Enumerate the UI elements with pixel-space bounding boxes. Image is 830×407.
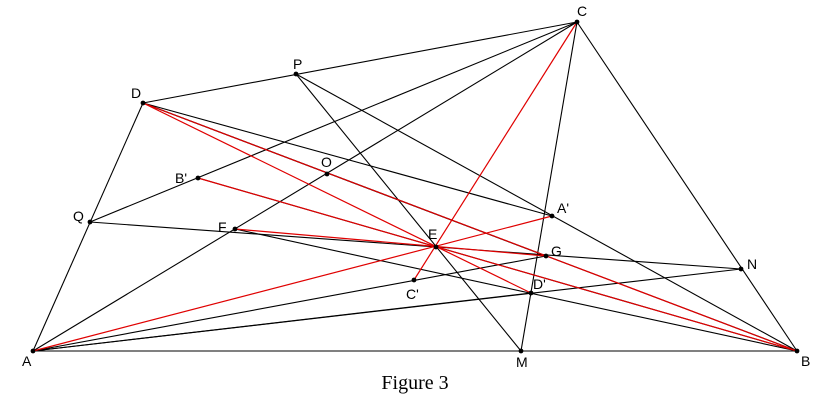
point-F bbox=[232, 226, 238, 232]
segment-F-B bbox=[234, 228, 798, 352]
point-label-N: N bbox=[747, 256, 757, 272]
point-M bbox=[518, 348, 524, 354]
point-A bbox=[30, 348, 36, 354]
point-D bbox=[140, 100, 146, 106]
point-label-C1: C' bbox=[406, 286, 419, 302]
points bbox=[30, 19, 800, 354]
point-label-F: F bbox=[218, 219, 227, 235]
figure-caption: Figure 3 bbox=[381, 372, 448, 394]
point-labels: A B C D P Q O B' F E A' G N C' D' M bbox=[22, 3, 810, 370]
point-label-D: D bbox=[131, 85, 141, 101]
red-segments bbox=[32, 21, 798, 352]
point-label-A: A bbox=[22, 353, 32, 369]
red-segment-D-D1 bbox=[142, 102, 532, 294]
point-G bbox=[543, 253, 549, 259]
point-N bbox=[738, 266, 744, 272]
segment-C-M bbox=[520, 21, 578, 352]
segment-C-D bbox=[142, 21, 578, 104]
point-A1 bbox=[549, 213, 555, 219]
segment-P-M bbox=[295, 73, 522, 352]
segment-A-C bbox=[32, 21, 578, 352]
point-O bbox=[324, 171, 330, 177]
segment-B-C bbox=[576, 21, 798, 352]
red-segment-C-C1 bbox=[413, 21, 578, 281]
segment-Q-C bbox=[89, 21, 578, 223]
point-B1 bbox=[195, 175, 201, 181]
segment-D-A bbox=[32, 102, 144, 352]
red-segment-F-G bbox=[234, 228, 547, 257]
segment-D-A1 bbox=[142, 102, 553, 217]
point-C1 bbox=[411, 277, 417, 283]
point-Q bbox=[87, 219, 93, 225]
point-P bbox=[293, 71, 299, 77]
point-label-Q: Q bbox=[73, 208, 84, 224]
point-C bbox=[574, 19, 580, 25]
point-label-A1: A' bbox=[557, 200, 569, 216]
point-label-C: C bbox=[577, 3, 587, 19]
point-label-M: M bbox=[516, 354, 528, 370]
point-B bbox=[794, 348, 800, 354]
point-label-B: B bbox=[801, 353, 810, 369]
segment-A-N bbox=[32, 268, 742, 352]
red-segment-B1-B bbox=[197, 177, 798, 352]
segment-Q-N bbox=[89, 221, 742, 270]
segment-P-B bbox=[295, 73, 798, 352]
point-D1 bbox=[528, 290, 534, 296]
point-label-E: E bbox=[428, 226, 437, 242]
point-E bbox=[433, 244, 439, 250]
point-label-P: P bbox=[293, 56, 302, 72]
point-label-D1: D' bbox=[533, 276, 546, 292]
segment-A-G bbox=[32, 255, 547, 352]
point-label-B1: B' bbox=[175, 170, 187, 186]
red-segment-A-A1 bbox=[32, 215, 553, 352]
red-segment-D-B bbox=[142, 102, 798, 352]
point-label-O: O bbox=[321, 154, 332, 170]
point-label-G: G bbox=[551, 243, 562, 259]
